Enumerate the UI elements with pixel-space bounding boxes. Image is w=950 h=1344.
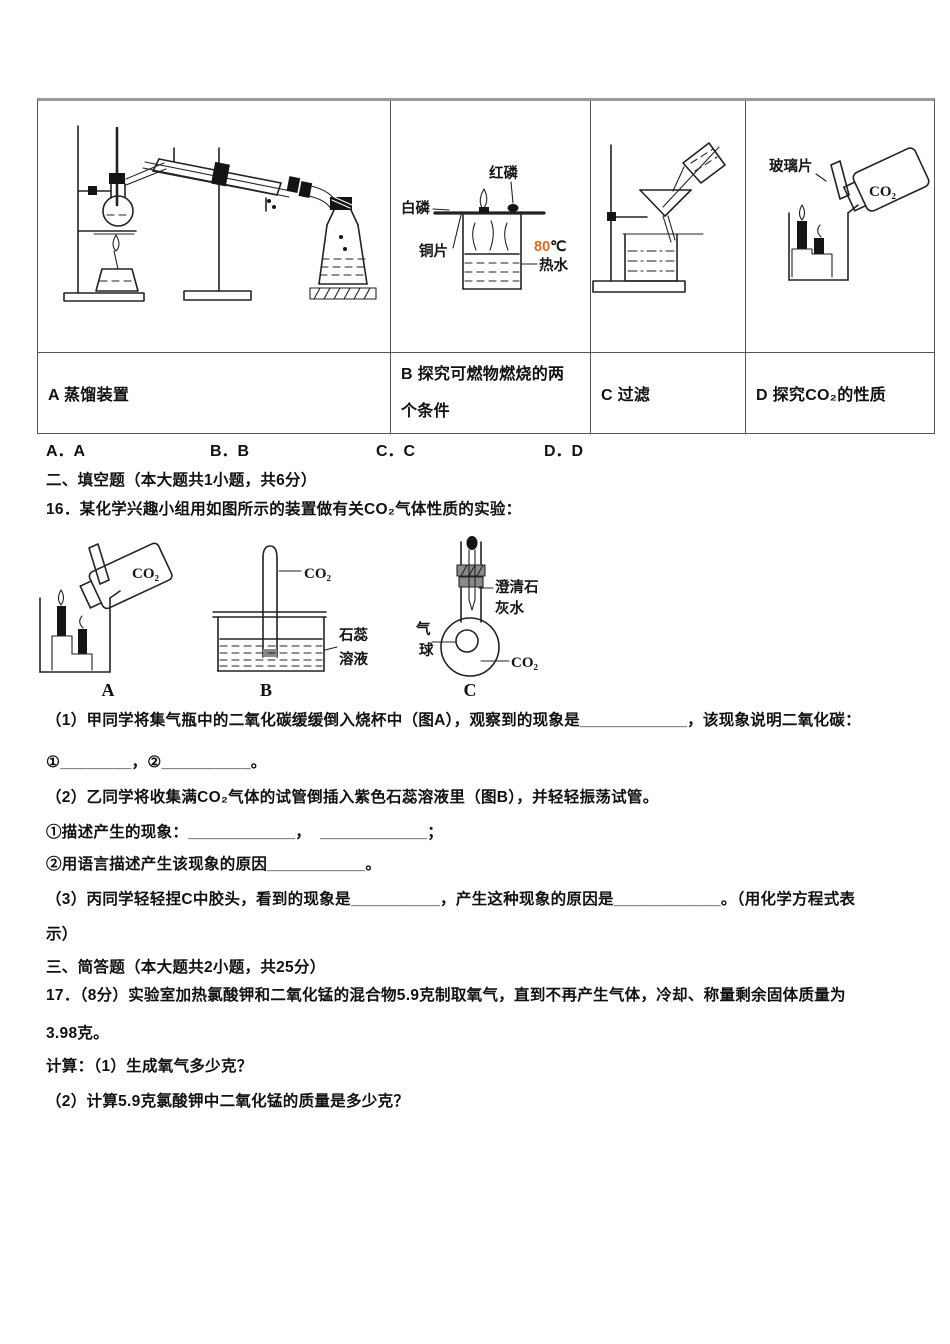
q16-figure-c-drawing: 澄清石 灰水 气 球 CO₂ [415,536,539,677]
q16-stem: 16．某化学兴趣小组用如图所示的装置做有关CO₂气体性质的实验： [46,501,522,518]
q16-figure-c: 澄清石 灰水 气 球 CO₂ [415,536,539,677]
caption-combustion-text: B 探究可燃物燃烧的两个条件 [401,366,565,420]
q16-part1-blanks-line: ①________，②__________。 [46,754,267,771]
q16-figure-c-letter: C [463,680,477,700]
q16-part2-blank1-line: ①描述产生的现象：____________， ____________； [46,824,444,841]
option-a: A．A [46,443,86,460]
q16-b-litmus-label-1: 石蕊 [338,626,368,644]
q16-part1-line: （1）甲同学将集气瓶中的二氧化碳缓缓倒入烧杯中（图A），观察到的现象是_____… [46,712,861,729]
caption-distillation-text: A 蒸馏装置 [48,387,130,404]
cell-combustion-figure: 红磷 白磷 铜片 [391,101,591,353]
q16-c-limewater-label-1: 澄清石 [495,578,539,596]
option-c: C．C [376,443,416,460]
section-short-answer-heading: 三、简答题（本大题共2小题，共25分） [46,959,326,976]
glass-plate-label: 玻璃片 [769,157,813,175]
co2-pouring-diagram: 玻璃片 CO₂ [769,147,930,281]
caption-filtration-text: C 过滤 [601,387,651,404]
q16-part2-line: （2）乙同学将收集满CO₂气体的试管倒插入紫色石蕊溶液里（图B），并轻轻振荡试管… [46,789,659,806]
distillation-diagram [63,125,377,302]
q16-figure-a-drawing: CO₂ [39,542,173,673]
caption-co2-properties: D 探究CO₂的性质 [746,353,934,433]
option-d: D．D [544,443,584,460]
q17-part2-line: （2）计算5.9克氯酸钾中二氧化锰的质量是多少克？ [46,1093,410,1110]
temperature-value: 80 [534,239,550,255]
filtration-drawing [592,142,726,293]
q16-c-limewater-label-2: 灰水 [495,599,524,617]
co2-pouring-drawing: 玻璃片 CO₂ [769,147,930,281]
q16-a-co2-label: CO₂ [132,566,160,582]
q17-stem-line1: 17．（8分）实验室加热氯酸钾和二氧化锰的混合物5.9克制取氧气，直到不再产生气… [46,987,846,1004]
q16-c-balloon-label-1: 气 [415,620,431,638]
q16-part3-line: （3）丙同学轻轻捏C中胶头，看到的现象是__________，产生这种现象的原因… [46,891,856,908]
q16-part3-wrap-line: 示） [46,926,78,943]
cell-distillation-figure [38,101,391,353]
q17-part1-line: 计算：（1）生成氧气多少克？ [46,1058,253,1075]
caption-filtration: C 过滤 [591,353,746,433]
q16-c-balloon-label-2: 球 [419,641,434,659]
caption-distillation: A 蒸馏装置 [38,353,391,433]
apparatus-table: 红磷 白磷 铜片 [37,98,935,434]
white-phosphorus-label: 白磷 [401,199,430,217]
temperature-label: 80℃ [534,239,567,255]
combustion-conditions-diagram: 红磷 白磷 铜片 [401,164,568,290]
red-phosphorus-label: 红磷 [489,164,518,182]
q16-part2-blank2-line: ②用语言描述产生该现象的原因___________。 [46,856,382,873]
section-fill-in-heading: 二、填空题（本大题共1小题，共6分） [46,472,317,489]
copper-sheet-label: 铜片 [419,242,448,260]
caption-combustion: B 探究可燃物燃烧的两个条件 [391,353,591,433]
q16-figure-a: CO₂ [39,542,173,673]
q16-b-litmus-label-2: 溶液 [339,650,368,668]
distillation-drawing [63,125,377,302]
combustion-drawing: 红磷 白磷 铜片 [401,164,568,290]
temperature-unit: ℃ [550,239,567,255]
q16-c-co2-label: CO₂ [511,655,539,671]
q16-b-co2-label: CO₂ [304,566,332,582]
q17-stem-line2: 3.98克。 [46,1025,109,1042]
q16-figure-b-drawing: CO₂ 石蕊 溶液 [212,545,368,672]
q16-figure-a-letter: A [101,680,115,700]
filtration-diagram [592,142,726,293]
hot-water-label: 热水 [539,256,568,274]
option-b: B．B [210,443,250,460]
q16-figure-b: CO₂ 石蕊 溶液 [212,545,368,672]
cell-filtration-figure [591,101,746,353]
co2-bottle-label: CO₂ [869,184,897,200]
cell-co2-properties-figure: 玻璃片 CO₂ [746,101,934,353]
caption-co2-properties-text: D 探究CO₂的性质 [756,387,887,404]
q16-figure-b-letter: B [259,680,272,700]
